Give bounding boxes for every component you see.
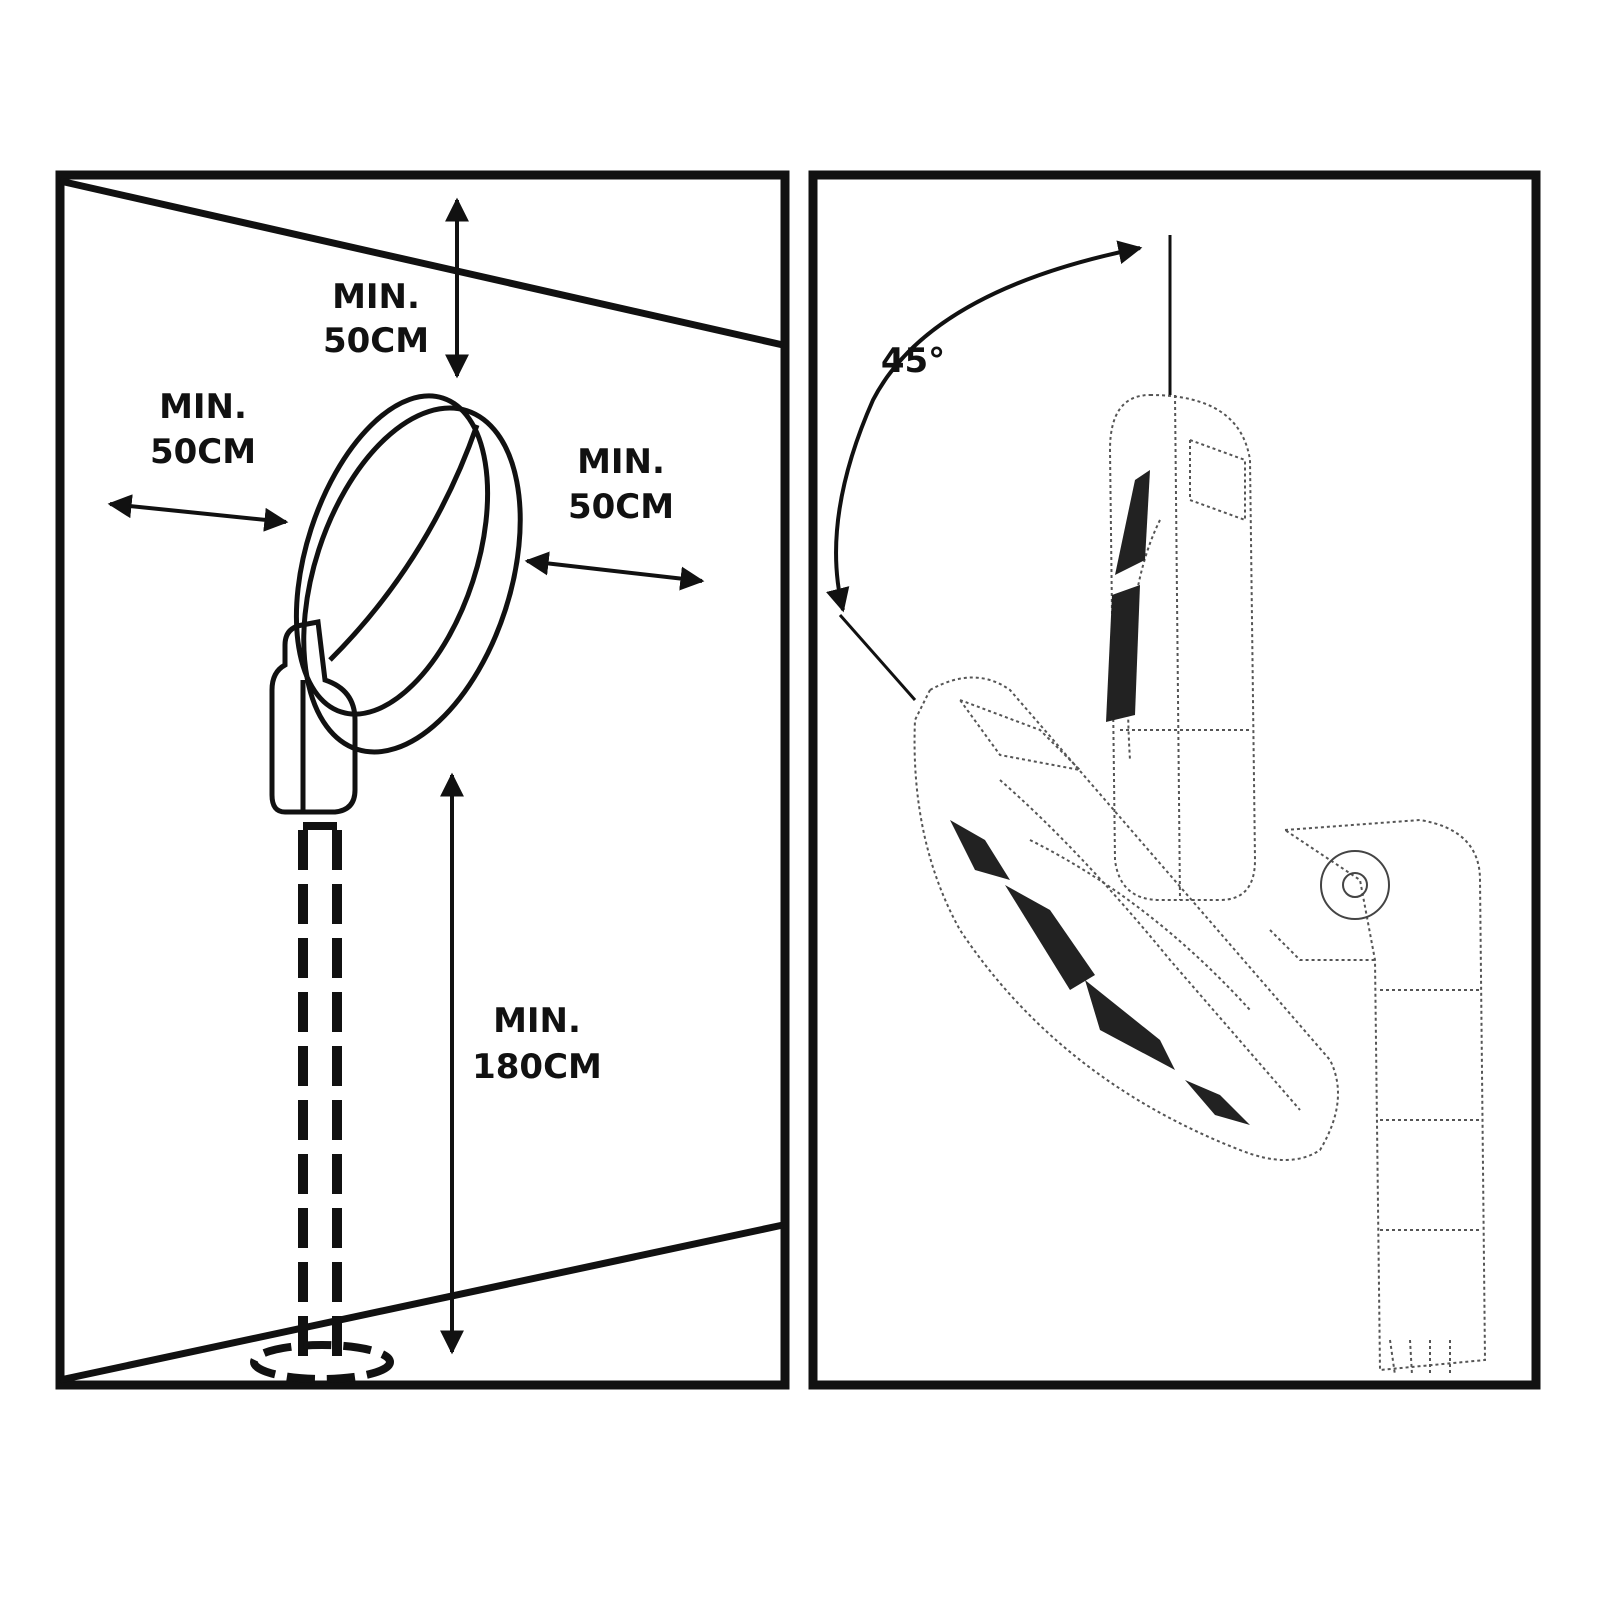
- floor-line: [59, 1221, 784, 1384]
- post-base-ring: [250, 1341, 394, 1383]
- mirror-glare-line: [328, 424, 480, 662]
- reference-line-tilted: [838, 614, 917, 701]
- hinge-inner: [1342, 872, 1368, 898]
- dashed-post: [298, 822, 342, 1365]
- right-panel: 45°: [808, 170, 1541, 1390]
- mirror-bracket: [269, 619, 358, 815]
- angle-label: 45°: [881, 341, 945, 381]
- label-left-value: 50CM: [150, 432, 256, 472]
- label-top-min: MIN.: [332, 277, 420, 317]
- mirror-upright-sketch: [1106, 393, 1257, 901]
- wall-mount-sketch: [1269, 818, 1487, 1376]
- right-panel-frame: [808, 170, 1541, 1390]
- label-left-min: MIN.: [159, 387, 247, 427]
- label-right-value: 50CM: [568, 487, 674, 527]
- mirror-rim-back: [293, 393, 491, 717]
- left-panel: MIN. 50CM MIN. 50CM MIN. 50CM MIN. 180CM: [55, 170, 790, 1390]
- label-bottom-value: 180CM: [472, 1047, 602, 1087]
- mirror-face: [301, 405, 523, 755]
- label-bottom-min: MIN.: [493, 1001, 581, 1041]
- hinge-outer: [1320, 850, 1390, 920]
- tilt-angle-arc: [826, 240, 1143, 613]
- left-panel-frame: [55, 170, 790, 1390]
- mirror-illustration: [250, 393, 523, 1383]
- label-top-value: 50CM: [323, 321, 429, 361]
- left-clearance-arrow: [107, 494, 289, 532]
- ceiling-line: [59, 177, 784, 349]
- mirror-tilted-sketch: [913, 676, 1339, 1161]
- label-right-min: MIN.: [577, 442, 665, 482]
- right-clearance-arrow: [524, 551, 705, 591]
